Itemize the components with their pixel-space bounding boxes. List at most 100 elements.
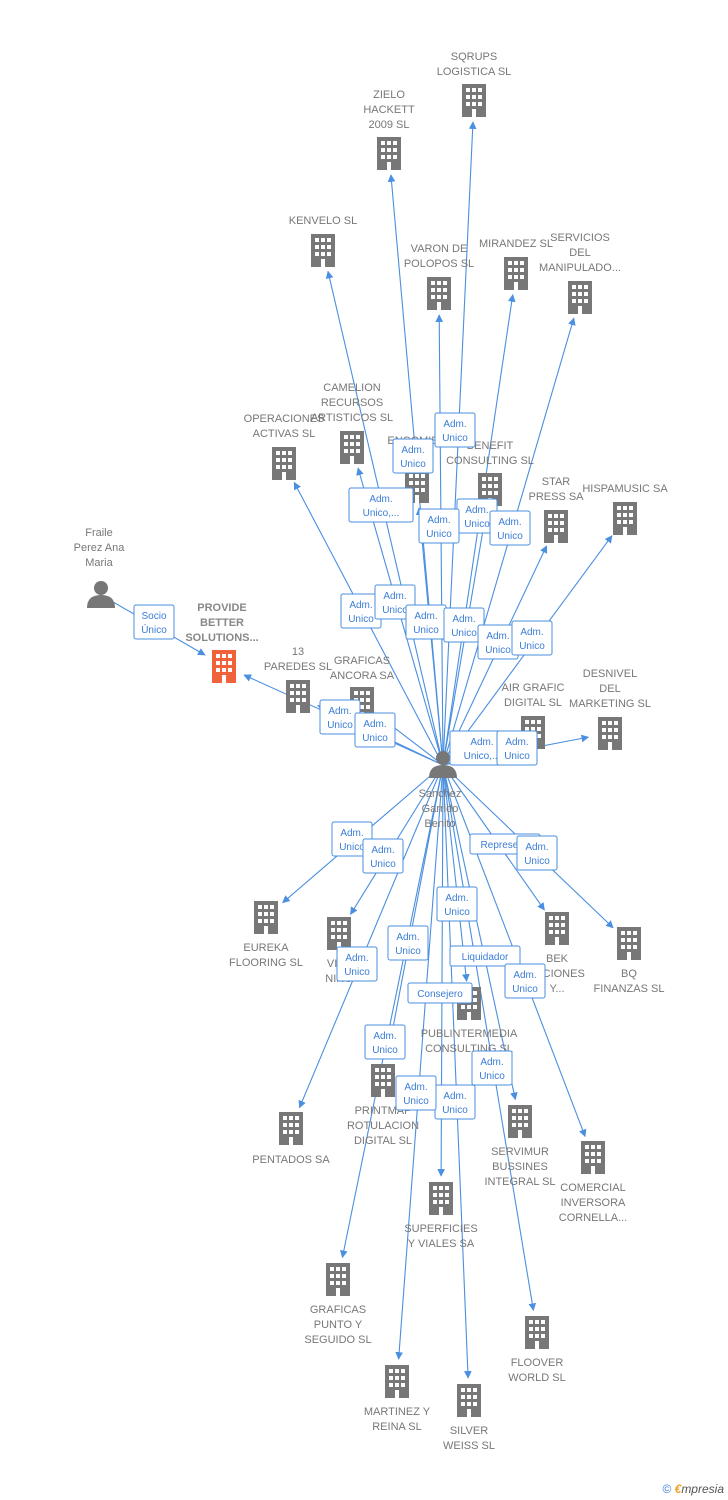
relation-operaciones-text: Adm. [369,494,392,505]
company-kenvelo-icon[interactable] [311,234,335,267]
company-hispamusic-icon[interactable] [613,502,637,535]
relation-varon[interactable]: Adm. Unico [418,508,460,544]
relation-vivanino-text: Unico [370,859,396,870]
relation-superficies-text: Unico [444,907,470,918]
relation-servimur[interactable]: Consejero [407,982,473,1004]
relation-focus-text: Socio [141,611,166,622]
relation-focus-text: Único [141,623,167,636]
relation-13paredes-text: Adm. [328,706,351,717]
relation-hispamusic[interactable]: Adm.Unico [511,620,553,656]
relation-airgrafic-text: Unico,... [464,751,501,762]
company-desnivel-icon[interactable] [598,717,622,750]
relation-pentados[interactable]: Adm.Unico [336,946,378,982]
brand-logo[interactable]: €mpresia [674,1482,724,1496]
company-bek-icon[interactable] [545,912,569,945]
relation-superficies[interactable]: Adm.Unico [436,886,478,922]
company-star-icon[interactable] [544,510,568,543]
relation-silver[interactable]: Adm.Unico [434,1084,476,1120]
relation-camelion-text: Unico [442,433,468,444]
relation-varon-text: Adm. [427,515,450,526]
company-servicios-icon[interactable] [568,281,592,314]
relation-13paredes[interactable]: Adm. Unico [319,699,361,735]
relation-comercial[interactable]: Adm.Unico [504,963,546,999]
relation-camelion-text: Adm. [443,419,466,430]
company-sqrups-icon[interactable] [462,84,486,117]
other-person-icon[interactable] [87,581,115,608]
relation-servimur-text: Consejero [417,989,463,1000]
relation-operaciones[interactable]: Adm.Unico,... [348,487,414,523]
relation-airgrafic-text: Adm. [470,737,493,748]
company-graficaspunto-icon[interactable] [326,1263,350,1296]
center-person-icon[interactable] [429,751,457,778]
relation-floover[interactable]: Adm.Unico [471,1050,513,1086]
relation-encomienda[interactable]: Adm.Unico [392,438,434,474]
company-varon-icon[interactable] [427,277,451,310]
relation-desnivel[interactable]: Adm.Unico [496,730,538,766]
company-eureka-icon[interactable] [254,901,278,934]
edge-to-graficaspunto [340,764,444,1259]
relation-kenvelo-text: Adm. [349,600,372,611]
edge-to-silver [442,764,472,1379]
focus-company-icon[interactable] [212,650,236,683]
relation-printmap-text: Unico [403,1096,429,1107]
edge-to-floover [442,764,537,1312]
company-superficies-icon[interactable] [429,1182,453,1215]
company-pentados-icon[interactable] [279,1112,303,1145]
company-martinez-icon[interactable] [385,1365,409,1398]
company-servimur-icon[interactable] [508,1105,532,1138]
company-comercial-icon[interactable] [581,1141,605,1174]
company-floover-icon[interactable] [525,1316,549,1349]
company-camelion-icon[interactable] [340,431,364,464]
company-vivanino-icon[interactable] [327,917,351,950]
company-hispamusic-label: HISPAMUSIC SA [582,483,668,495]
relation-zielo-text: Adm. [383,591,406,602]
company-13paredes-icon[interactable] [286,680,310,713]
relation-bq-text: Adm. [525,842,548,853]
relation-mirandez-text: Unico [497,531,523,542]
relation-vivanino[interactable]: Adm.Unico [362,838,404,874]
company-zielo-icon[interactable] [377,137,401,170]
relation-publintermedia[interactable]: Liquidador [449,945,521,967]
relation-zielo[interactable]: Adm.Unico [374,584,416,620]
company-operaciones-icon[interactable] [272,447,296,480]
edge-to-servimur [442,764,518,1101]
company-bq-icon[interactable] [617,927,641,960]
relation-graficasancora[interactable]: Adm.Unico [354,712,396,748]
relation-martinez-text: Adm. [373,1031,396,1042]
relation-benefit-text: Adm. [465,505,488,516]
relation-camelion[interactable]: Adm. Unico [434,412,476,448]
relation-mirandez[interactable]: Adm. Unico [489,510,531,546]
relation-silver-text: Unico [442,1105,468,1116]
company-mirandez-icon[interactable] [504,257,528,290]
relation-servicios[interactable]: Adm.Unico [443,607,485,643]
relation-martinez[interactable]: Adm.Unico [364,1024,406,1060]
relation-varon-text: Unico [426,529,452,540]
copyright-symbol: © [662,1482,672,1496]
relation-eureka[interactable]: Adm.Unico [331,821,373,857]
relation-printmap[interactable]: Adm.Unico [395,1075,437,1111]
company-printmap-icon[interactable] [371,1064,395,1097]
company-silver-icon[interactable] [457,1384,481,1417]
relation-pentados-text: Adm. [345,953,368,964]
edge-to-publintermedia [442,764,470,982]
relation-sqrups[interactable]: Adm.Unico [405,604,447,640]
relation-mirandez-text: Adm. [498,517,521,528]
relation-floover-text: Unico [479,1071,505,1082]
relation-bq[interactable]: Adm.Unico [516,835,558,871]
relation-graficaspunto[interactable]: Adm.Unico [387,925,429,961]
relation-hispamusic-text: Adm. [520,627,543,638]
relation-13paredes-text: Unico [327,720,353,731]
